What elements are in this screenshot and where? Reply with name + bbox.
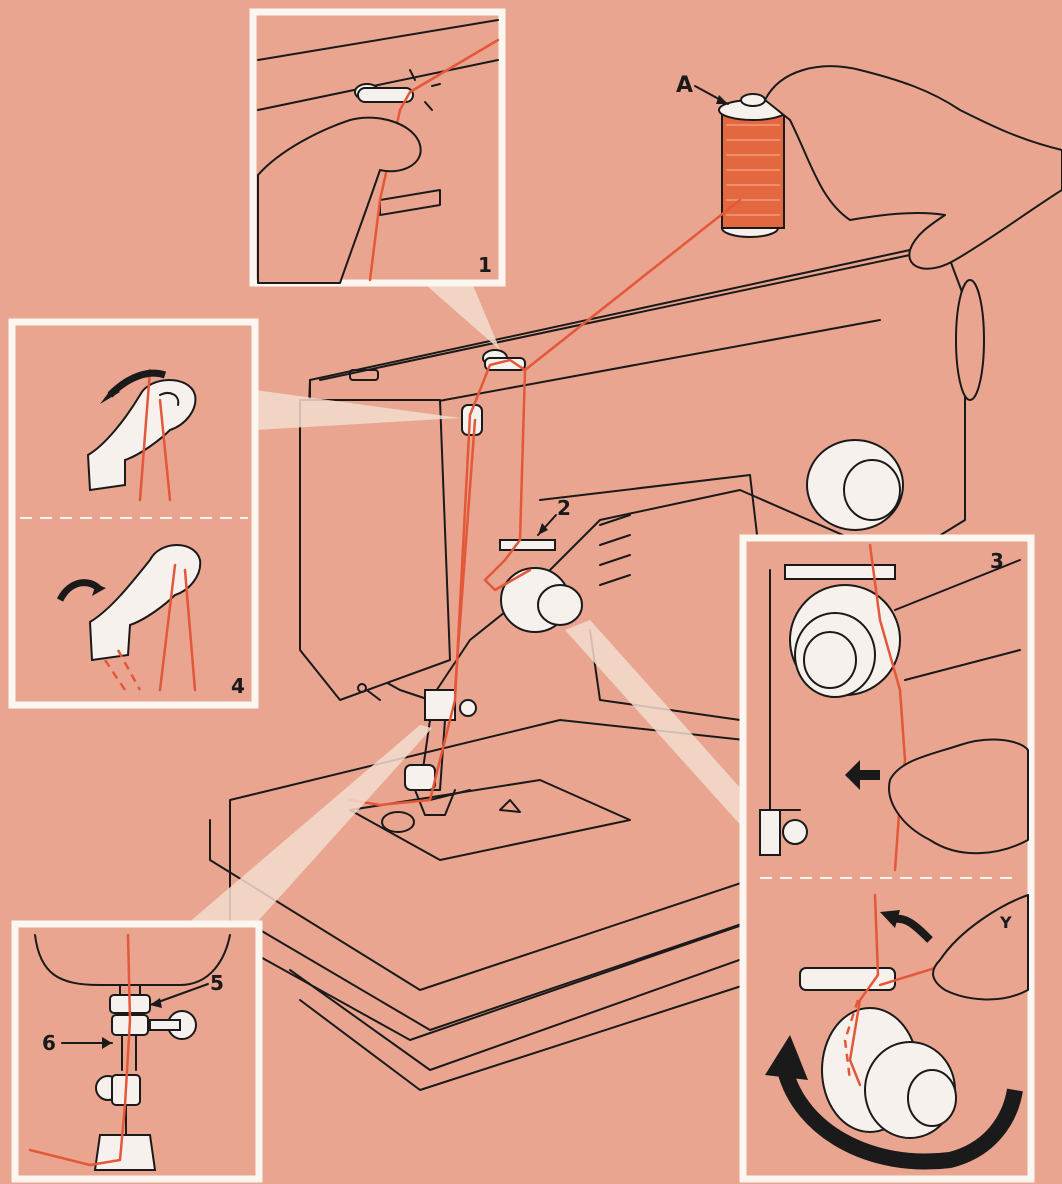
presser-foot-detail [95, 1135, 155, 1170]
hand [765, 66, 1062, 268]
svg-text:2: 2 [557, 496, 571, 520]
tension-guide-plate [785, 565, 895, 579]
callout-4: 4 [231, 674, 245, 698]
panel-4-take-up-lever: 4 [12, 322, 255, 705]
callout-6: 6 [42, 1031, 56, 1055]
callout-1: 1 [478, 253, 492, 277]
callout-3: 3 [990, 549, 1004, 573]
stitch-dial [807, 440, 903, 530]
callout-5: 5 [210, 971, 224, 995]
panel-3-tension-dial: 3 Y [743, 538, 1031, 1179]
callout-a: A [676, 73, 728, 104]
panel-1-top-guide: 1 [253, 12, 502, 283]
handwheel [956, 280, 984, 400]
svg-text:A: A [676, 73, 693, 98]
presser-foot [405, 765, 435, 790]
face-plate [300, 400, 450, 700]
panel-5-6-needle: 5 6 [15, 924, 259, 1179]
thread-spool [722, 110, 784, 228]
callout-y: Y [999, 913, 1012, 932]
